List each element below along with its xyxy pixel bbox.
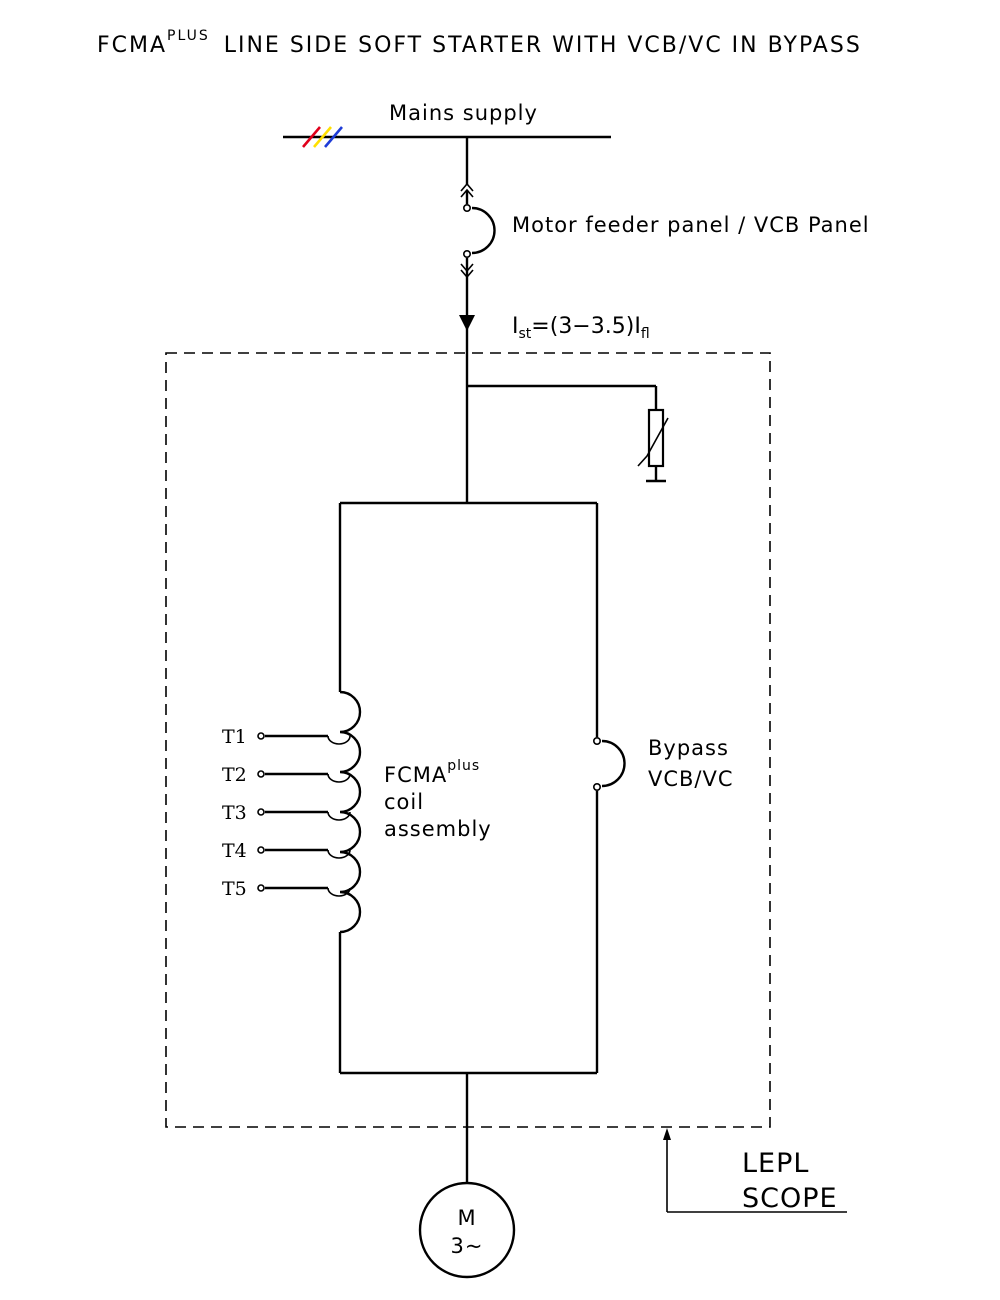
coil-assembly-label-title: FCMAplus <box>384 758 480 787</box>
scope-pointer <box>663 1128 847 1213</box>
feeder-breaker-symbol <box>460 182 496 279</box>
tap-label-t5: T5 <box>222 878 247 900</box>
bypass-breaker-symbol <box>592 736 626 791</box>
motor-symbol <box>418 1181 516 1279</box>
starting-current-label: Ist=(3−3.5)Ifl <box>512 314 650 342</box>
tap-t4 <box>257 846 351 859</box>
mains-supply-label: Mains supply <box>389 101 538 125</box>
tap-label-t4: T4 <box>222 840 247 862</box>
tap-t2 <box>257 770 351 783</box>
coil-taps <box>257 732 351 897</box>
phase-mark-blue <box>324 126 343 148</box>
tap-t5 <box>257 884 351 897</box>
tap-t3 <box>257 808 351 821</box>
current-arrow-icon <box>459 315 475 331</box>
phase-mark-yellow <box>313 126 332 148</box>
tap-t1 <box>257 732 351 745</box>
bypass-label-line1: Bypass <box>648 736 729 760</box>
coil-assembly-symbol <box>339 690 362 934</box>
bypass-label-line2: VCB/VC <box>648 767 734 791</box>
tap-label-t1: T1 <box>222 726 247 748</box>
mains-busbar <box>283 126 611 148</box>
phase-mark-red <box>302 126 321 148</box>
coil-assembly-label-line3: assembly <box>384 817 492 841</box>
motor-label-line2: 3~ <box>451 1234 484 1258</box>
surge-arrester-symbol <box>467 384 669 483</box>
scope-label-line1: LEPL <box>742 1148 809 1179</box>
coil-assembly-label-line2: coil <box>384 790 424 814</box>
motor-label-line1: M <box>457 1206 476 1230</box>
scope-label-line2: SCOPE <box>742 1183 838 1214</box>
tap-label-t3: T3 <box>222 802 247 824</box>
feeder-panel-label: Motor feeder panel / VCB Panel <box>512 213 870 237</box>
tap-label-t2: T2 <box>222 764 247 786</box>
